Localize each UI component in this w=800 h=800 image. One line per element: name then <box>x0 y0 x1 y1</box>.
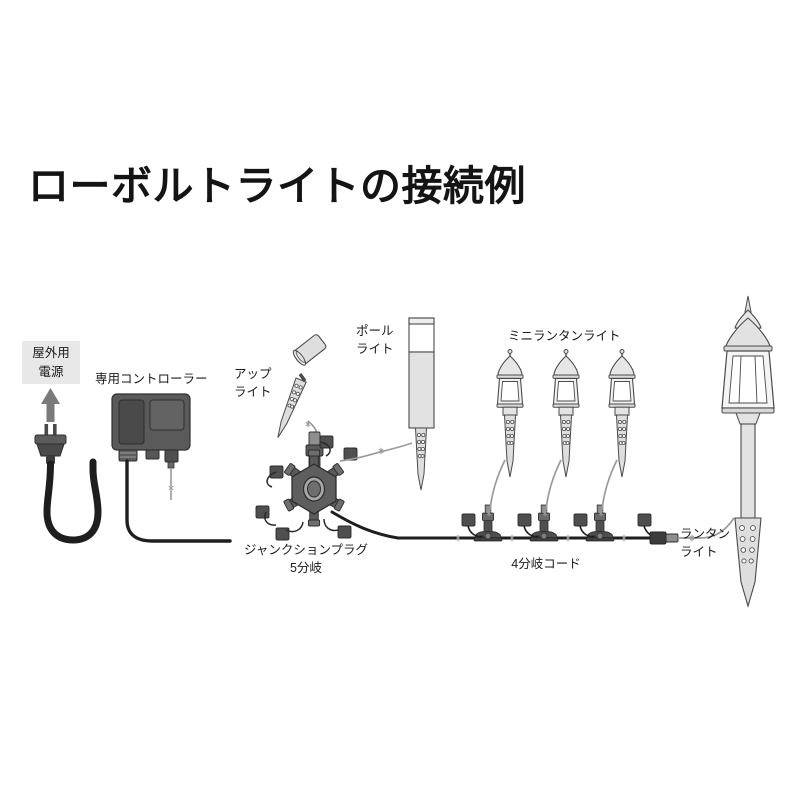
pole-light-label-line2: ライト <box>356 342 394 356</box>
branch-cap-1 <box>461 513 476 527</box>
pole-light <box>408 317 435 491</box>
controller-output-cable-low <box>125 459 232 543</box>
pole-light-stake <box>415 427 427 491</box>
power-source-label-line1: 屋外用 <box>32 346 70 360</box>
dedicated-controller <box>111 393 191 469</box>
power-source-label-line2: 電源 <box>38 365 64 379</box>
cap-tether <box>319 441 331 457</box>
mini-lantern-light-label: ミニランタンライト <box>508 329 621 343</box>
branch-cord-label: 4分岐コード <box>511 557 580 571</box>
controller-panel-left <box>118 399 145 445</box>
mini-lantern-cable-2 <box>545 459 562 511</box>
controller-label: 専用コントローラー <box>95 372 208 386</box>
up-light-label-line2: ライト <box>234 385 272 399</box>
mini-lantern-light-3 <box>608 348 636 478</box>
cable-clip-icon <box>168 484 174 492</box>
lantern-post <box>740 423 756 519</box>
branch-tee-3 <box>585 504 615 542</box>
branch-tee-1 <box>473 504 503 542</box>
mini-lantern-stake-2 <box>560 414 572 478</box>
mini-lantern-head-3 <box>608 348 636 416</box>
branch-cap-3 <box>573 513 588 527</box>
up-light-stake <box>272 377 307 441</box>
junction-plug-5way <box>283 449 345 527</box>
branch-cap-2 <box>517 513 532 527</box>
mini-lantern-head-2 <box>552 348 580 416</box>
lantern-roof <box>725 317 771 347</box>
hub-cap-1 <box>269 465 284 479</box>
junction-plug-label-line2: 5分岐 <box>290 561 322 575</box>
lantern-light-label-line2: ライト <box>680 545 718 559</box>
mini-lantern-cable-1 <box>489 459 506 511</box>
lantern-light <box>721 295 775 608</box>
two-prong-plug-icon <box>34 424 67 464</box>
hub-cap-2 <box>255 505 270 519</box>
mini-lantern-stake-3 <box>616 414 628 478</box>
hub-cap-4 <box>337 525 352 539</box>
power-direction-arrow-icon <box>41 388 60 422</box>
mini-lantern-stake-1 <box>504 414 516 478</box>
controller-panel-right <box>149 399 185 431</box>
lantern-light-cable <box>678 517 735 539</box>
page-title: ローボルトライトの接続例 <box>28 163 526 209</box>
up-light-label-line1: アップ <box>234 367 272 381</box>
mini-lantern-head-1 <box>496 348 524 416</box>
branch-cap-4 <box>637 513 652 527</box>
outdoor-power-source-label: 屋外用 電源 <box>22 341 80 384</box>
up-light <box>272 334 327 441</box>
mini-lantern-light-1 <box>496 348 524 478</box>
pole-light-body <box>408 351 435 429</box>
main-cord-hub-to-branch <box>330 510 454 540</box>
junction-plug-label-line1: ジャンクションプラグ <box>244 543 368 557</box>
end-inline-connector <box>649 531 679 545</box>
mini-lantern-light-2 <box>552 348 580 478</box>
lantern-stake <box>734 517 762 608</box>
branch-tee-2 <box>529 504 559 542</box>
mini-lantern-cable-3 <box>601 459 618 511</box>
lantern-light-label-line1: ランタン <box>680 527 730 541</box>
pole-light-label-line1: ポール <box>356 324 394 338</box>
power-source-box <box>22 341 80 384</box>
power-cable-plug-to-controller <box>43 458 102 544</box>
